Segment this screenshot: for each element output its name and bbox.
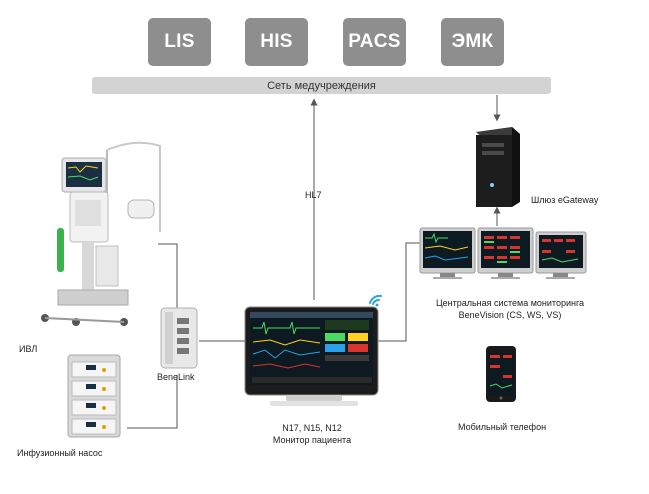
mobile-phone: [486, 346, 516, 402]
benelink-device: [160, 307, 198, 369]
central-screen-left: [419, 227, 476, 279]
monitor-to-central-line: [378, 242, 420, 342]
ventilator-to-benelink-line: [158, 243, 178, 316]
central-screen-middle: [477, 227, 534, 279]
patient-monitor-label: N17, N15, N12 Монитор пациента: [262, 422, 362, 446]
patient-monitor-label-line1: N17, N15, N12: [282, 423, 342, 433]
emk-box: ЭМК: [441, 18, 504, 66]
mobile-phone-label: Мобильный телефон: [458, 422, 547, 432]
patient-monitor-label-line2: Монитор пациента: [272, 435, 352, 445]
infusion-pump-label: Инфузионный насос: [17, 448, 103, 458]
lis-box: LIS: [148, 18, 211, 66]
infusion-pump-stack: [67, 354, 121, 438]
pacs-box: PACS: [343, 18, 406, 66]
egateway-server: [476, 127, 520, 207]
benelink-label: BeneLink: [157, 372, 195, 382]
central-screen-right: [535, 231, 587, 279]
ventilator-device: [41, 141, 161, 326]
central-monitoring-screens: [419, 227, 587, 279]
central-monitoring-label: Центральная система мониторинга BeneVisi…: [420, 297, 600, 321]
benelink-to-pump-line: [127, 375, 178, 429]
central-monitoring-label-line1: Центральная система мониторинга: [435, 298, 585, 308]
hospital-network-label: Сеть медучреждения: [267, 79, 376, 92]
his-box: HIS: [245, 18, 308, 66]
egateway-label: Шлюз eGateway: [531, 195, 599, 205]
central-monitoring-label-line2: BeneVision (CS, WS, VS): [458, 310, 562, 320]
ventilator-label: ИВЛ: [19, 344, 38, 354]
hl7-label: HL7: [305, 190, 322, 200]
wifi-icon: [369, 294, 382, 307]
connector-lines: [127, 95, 501, 429]
hospital-network-bar: Сеть медучреждения: [92, 77, 551, 94]
patient-monitor: [244, 306, 379, 406]
